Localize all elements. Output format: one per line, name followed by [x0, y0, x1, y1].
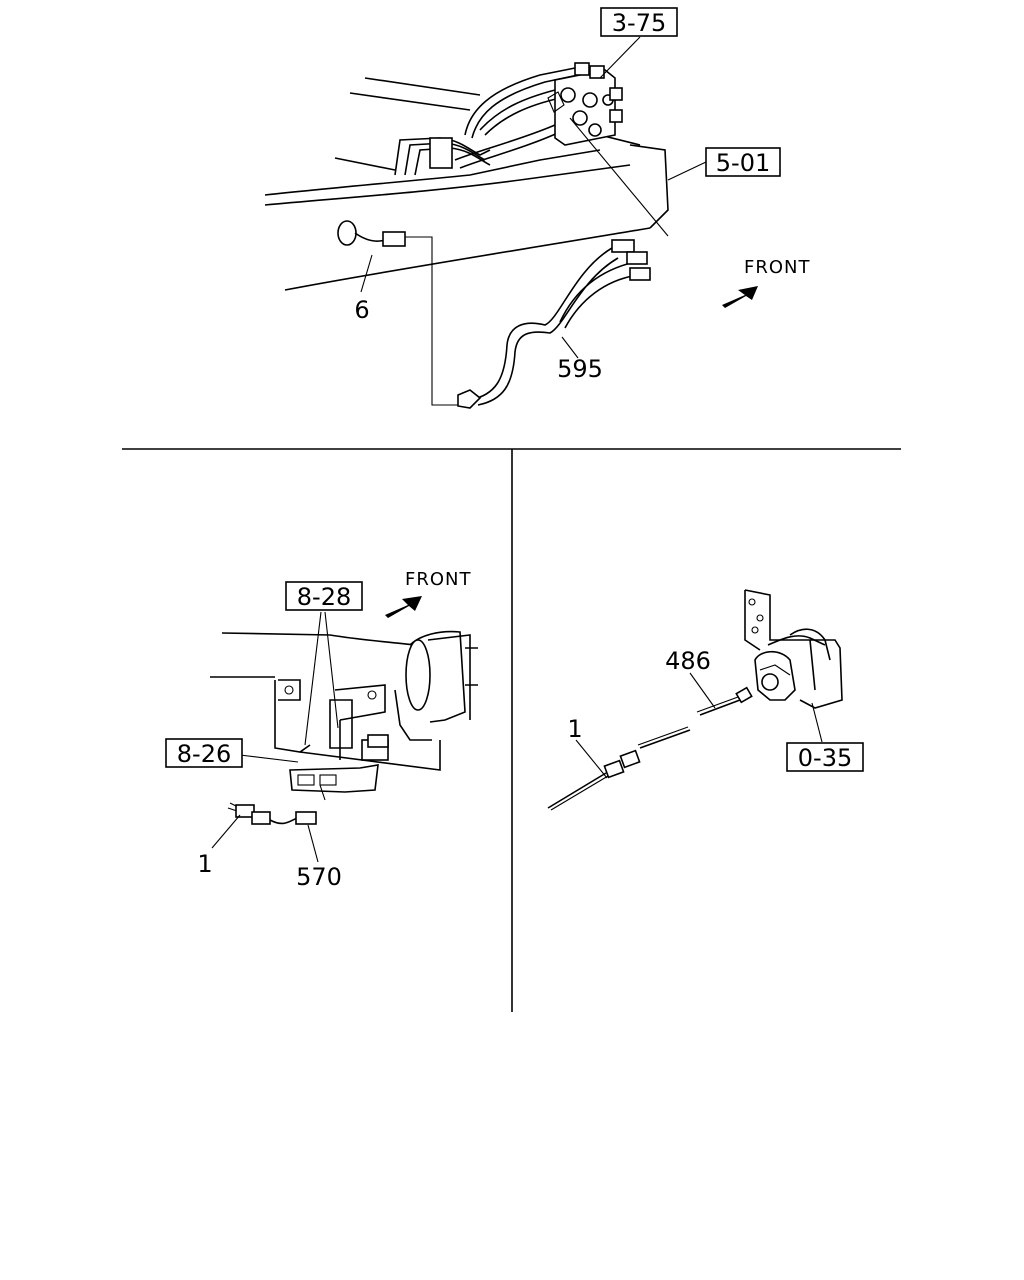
- brake-pipes: [394, 67, 579, 176]
- harness-1-right: [547, 749, 641, 811]
- svg-text:0-35: 0-35: [798, 744, 852, 772]
- callout-570: 570: [296, 863, 342, 891]
- ref-box-8-26[interactable]: 8-26: [165, 738, 243, 768]
- ref-box-5-01[interactable]: 5-01: [705, 147, 781, 177]
- svg-text:5-01: 5-01: [716, 149, 770, 177]
- leader-595-connector: [569, 117, 669, 237]
- leader-3-75: [599, 36, 641, 79]
- svg-text:8-26: 8-26: [177, 740, 231, 768]
- leader-570-top: [319, 784, 326, 801]
- front-label-top: FRONT: [744, 257, 811, 278]
- leader-0-35: [811, 702, 823, 743]
- leader-8-28-a: [304, 611, 322, 746]
- svg-text:8-28: 8-28: [297, 583, 351, 611]
- callout-1-left: 1: [197, 850, 212, 878]
- front-arrow-top: [722, 286, 758, 308]
- bottom-right-panel: 0-35 486 1: [547, 589, 864, 811]
- callout-595: 595: [557, 355, 603, 383]
- harness-595: [457, 239, 651, 409]
- transmission-illustration: [210, 630, 478, 793]
- sensor-item-6: [337, 220, 462, 406]
- cable-486: [637, 696, 741, 749]
- front-arrow-bottom-left: [385, 596, 422, 618]
- leader-6: [360, 254, 373, 293]
- bottom-left-panel: 8-28 8-26 FRONT 1 570: [165, 569, 478, 891]
- leader-8-28-b: [324, 611, 339, 729]
- leader-570: [307, 824, 319, 863]
- leader-1-left: [211, 814, 241, 849]
- front-label-bottom-left: FRONT: [405, 569, 472, 590]
- leader-486: [689, 672, 716, 709]
- top-panel: 3-75 5-01 FRONT 6 595: [264, 7, 811, 409]
- ref-box-8-28[interactable]: 8-28: [285, 581, 363, 611]
- leader-8-26: [239, 754, 299, 763]
- ref-box-3-75[interactable]: 3-75: [600, 7, 678, 37]
- ref-box-0-35[interactable]: 0-35: [786, 742, 864, 772]
- callout-1-right: 1: [567, 715, 582, 743]
- leader-5-01: [667, 161, 707, 181]
- callout-6: 6: [354, 296, 369, 324]
- frame-rail-illustration: [264, 77, 669, 291]
- leader-1-right: [575, 739, 608, 779]
- svg-text:3-75: 3-75: [612, 9, 666, 37]
- brake-junction-block: [547, 62, 623, 146]
- harness-570: [227, 802, 317, 825]
- bracket-sensor-illustration: [735, 589, 843, 709]
- callout-486: 486: [665, 647, 711, 675]
